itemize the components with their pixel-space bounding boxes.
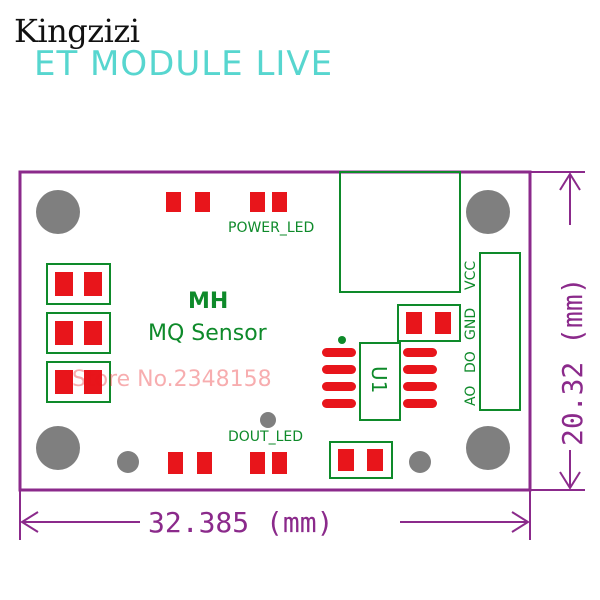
chip-outline bbox=[359, 342, 401, 421]
chip-pin bbox=[403, 399, 437, 408]
pin-label-do: DO bbox=[463, 351, 479, 373]
pad bbox=[55, 321, 73, 345]
board-title: MH bbox=[188, 289, 228, 314]
pad-group-bottom bbox=[329, 441, 393, 479]
pad bbox=[168, 452, 183, 474]
dout-led-label: DOUT_LED bbox=[228, 429, 303, 445]
chip-pin bbox=[403, 348, 437, 357]
small-hole-1 bbox=[117, 451, 139, 473]
pad-group-3 bbox=[46, 361, 111, 403]
width-dimension: 32.385 (mm) bbox=[148, 506, 333, 539]
chip-pin bbox=[403, 382, 437, 391]
pin1-dot bbox=[338, 336, 346, 344]
pad bbox=[84, 272, 102, 296]
pad bbox=[435, 312, 451, 334]
pad bbox=[406, 312, 422, 334]
pin-label-gnd: GND bbox=[463, 308, 479, 340]
arrow-right bbox=[511, 511, 530, 533]
mounting-hole-tr bbox=[466, 190, 510, 234]
small-hole-2 bbox=[409, 451, 431, 473]
brand-tagline: ET MODULE LIVE bbox=[34, 44, 334, 84]
pad bbox=[55, 272, 73, 296]
mounting-hole-tl bbox=[36, 190, 80, 234]
via-hole bbox=[260, 412, 276, 428]
pad bbox=[272, 192, 287, 212]
chip-pin bbox=[322, 399, 356, 408]
sensor-footprint bbox=[339, 171, 461, 293]
chip-pin bbox=[322, 382, 356, 391]
chip-pin bbox=[322, 348, 356, 357]
mounting-hole-br bbox=[466, 426, 510, 470]
chip-label: U1 bbox=[367, 366, 391, 393]
board-outline bbox=[18, 170, 532, 492]
pad bbox=[195, 192, 210, 212]
board-subtitle: MQ Sensor bbox=[148, 321, 268, 346]
pin-header bbox=[479, 252, 521, 411]
pad-group-2 bbox=[46, 312, 111, 354]
mounting-hole-bl bbox=[36, 426, 80, 470]
arrow-bottom bbox=[559, 471, 581, 490]
pin-label-ao: AO bbox=[463, 386, 479, 406]
pad bbox=[84, 370, 102, 394]
pad bbox=[250, 452, 265, 474]
chip-pin bbox=[322, 365, 356, 374]
pad bbox=[338, 449, 354, 471]
pad bbox=[272, 452, 287, 474]
pad bbox=[197, 452, 212, 474]
arrow-left bbox=[20, 511, 39, 533]
pad bbox=[250, 192, 265, 212]
pad bbox=[166, 192, 181, 212]
pin-label-vcc: VCC bbox=[463, 261, 479, 290]
arrow-top bbox=[559, 172, 581, 191]
pad-group-1 bbox=[46, 263, 111, 305]
watermark: Store No.2348158 bbox=[72, 367, 272, 392]
pad bbox=[367, 449, 383, 471]
brand-name: Kingzizi bbox=[14, 12, 140, 50]
pad bbox=[84, 321, 102, 345]
chip-pin bbox=[403, 365, 437, 374]
pad-group-right bbox=[397, 304, 461, 342]
height-dimension: 20.32 (mm) bbox=[556, 277, 589, 446]
power-led-label: POWER_LED bbox=[228, 220, 314, 236]
pad bbox=[55, 370, 73, 394]
